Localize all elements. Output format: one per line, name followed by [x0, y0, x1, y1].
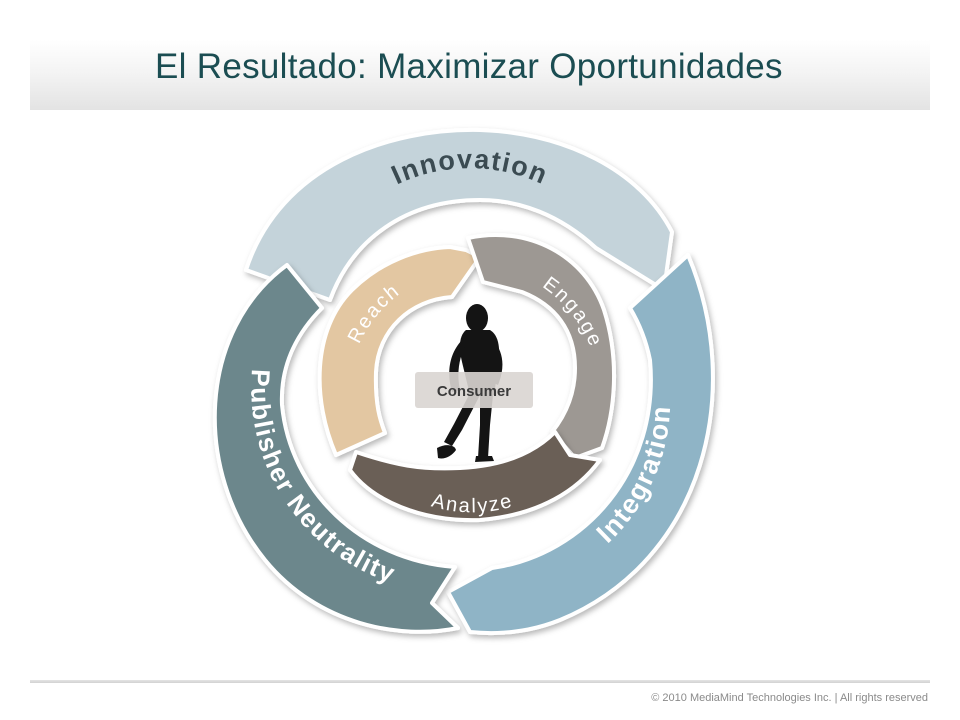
- integration-arrow: [446, 253, 715, 636]
- consumer-label: Consumer: [437, 383, 511, 400]
- copyright-footer: © 2010 MediaMind Technologies Inc. | All…: [651, 692, 928, 704]
- reach-arrow: [317, 245, 482, 457]
- consumer-label-box: [415, 372, 533, 408]
- publisher-neutrality-arrow: [212, 263, 460, 634]
- engage-arrow: [466, 233, 617, 460]
- footer-divider: [30, 680, 930, 683]
- analyze-arrow: [348, 430, 602, 523]
- slide-title: El Resultado: Maximizar Oportunidades: [155, 47, 783, 86]
- title-band: [30, 40, 930, 110]
- innovation-arrow: [244, 127, 674, 302]
